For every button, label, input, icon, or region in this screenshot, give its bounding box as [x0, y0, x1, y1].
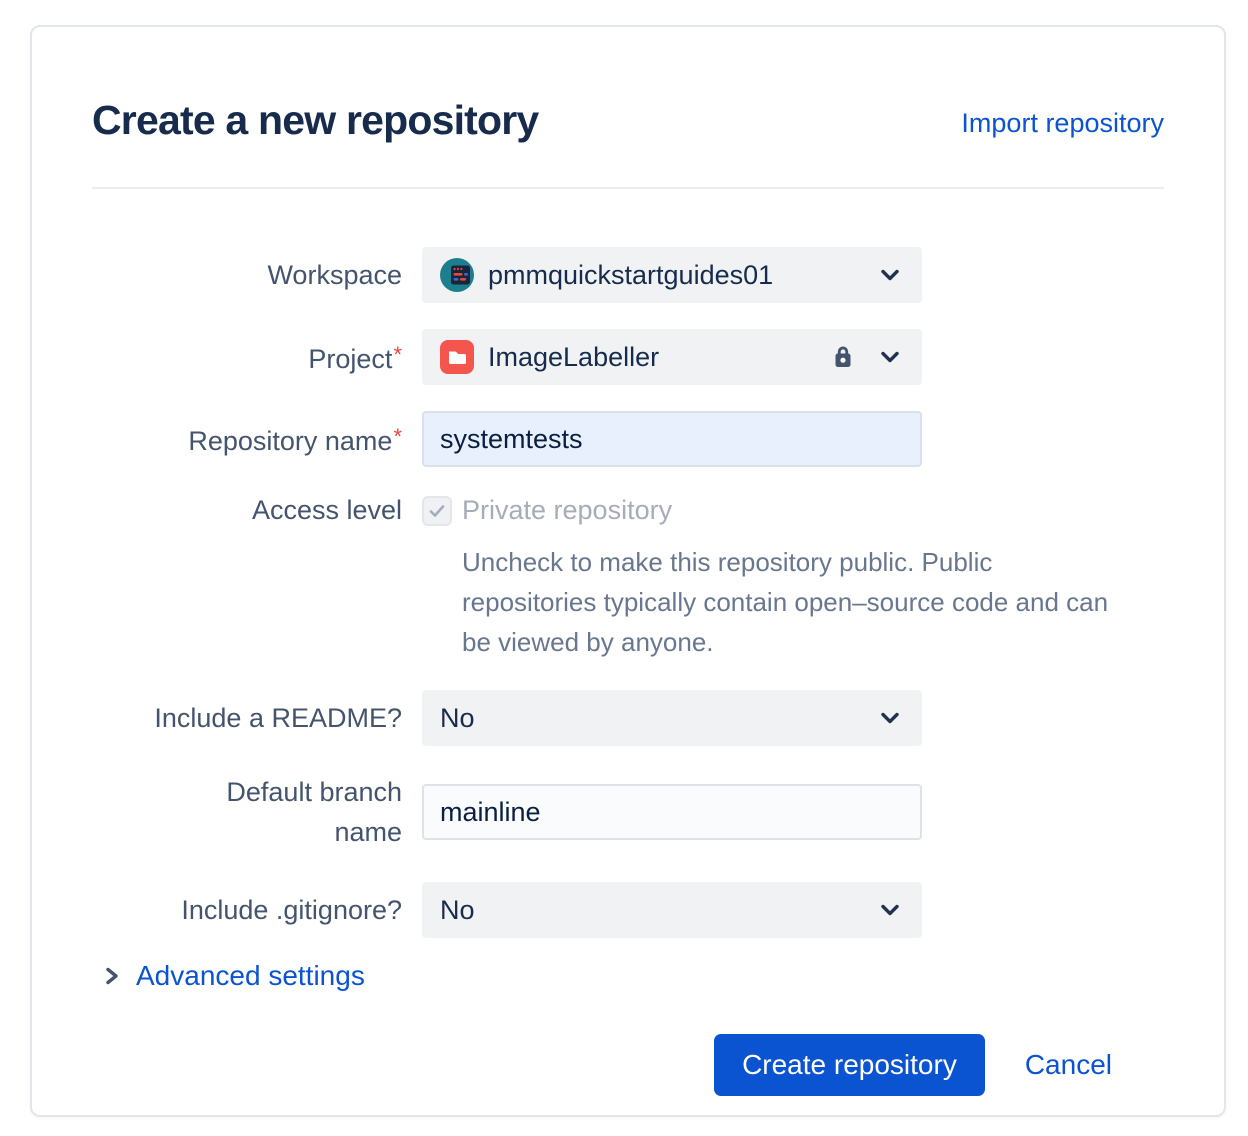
chevron-right-icon — [102, 964, 122, 988]
include-gitignore-row: Include .gitignore? No — [92, 882, 1164, 938]
dialog-actions: Create repository Cancel — [92, 1034, 1164, 1096]
workspace-label: Workspace — [267, 260, 402, 290]
default-branch-row: Default branch name — [92, 772, 1164, 852]
access-level-row: Access level Private repository Uncheck … — [92, 493, 1164, 662]
create-repository-dialog: Create a new repository Import repositor… — [30, 25, 1226, 1117]
repository-name-row: Repository name* — [92, 411, 1164, 467]
project-value: ImageLabeller — [488, 341, 660, 372]
access-level-help-text: Uncheck to make this repository public. … — [462, 547, 1109, 657]
workspace-avatar — [440, 258, 474, 292]
lock-icon — [828, 342, 858, 372]
include-readme-select[interactable]: No — [422, 690, 922, 746]
cancel-button[interactable]: Cancel — [1024, 1049, 1112, 1080]
check-icon — [429, 504, 445, 517]
import-repository-link[interactable]: Import repository — [961, 108, 1164, 138]
chevron-down-icon — [876, 261, 904, 289]
chevron-down-icon — [876, 343, 904, 371]
private-repository-checkbox[interactable] — [422, 495, 452, 526]
include-gitignore-value: No — [440, 894, 475, 925]
project-select[interactable]: ImageLabeller — [422, 329, 922, 385]
chevron-down-icon — [876, 704, 904, 732]
project-label: Project* — [308, 342, 402, 374]
dialog-header: Create a new repository Import repositor… — [92, 95, 1164, 145]
workspace-select[interactable]: pmmquickstartguides01 — [422, 247, 922, 303]
default-branch-input[interactable] — [422, 784, 922, 840]
access-level-label: Access level — [251, 495, 402, 525]
default-branch-label: Default branch name — [226, 777, 402, 847]
header-divider — [92, 187, 1164, 189]
required-asterisk: * — [393, 424, 402, 449]
folder-icon — [440, 340, 474, 374]
workspace-row: Workspace — [92, 247, 1164, 303]
include-gitignore-select[interactable]: No — [422, 882, 922, 938]
workspace-value: pmmquickstartguides01 — [488, 259, 774, 290]
repository-name-input[interactable] — [422, 411, 922, 467]
project-row: Project* ImageLabeller — [92, 329, 1164, 385]
page-title: Create a new repository — [92, 97, 539, 143]
create-repository-button[interactable]: Create repository — [714, 1034, 985, 1096]
create-repository-form: Workspace — [92, 247, 1164, 1096]
advanced-settings-toggle[interactable]: Advanced settings — [102, 960, 1164, 992]
include-readme-value: No — [440, 702, 475, 733]
required-asterisk: * — [393, 342, 402, 367]
private-repository-label: Private repository — [462, 495, 673, 525]
chevron-down-icon — [876, 896, 904, 924]
include-readme-label: Include a README? — [154, 703, 402, 733]
repository-name-label: Repository name* — [188, 424, 402, 456]
include-readme-row: Include a README? No — [92, 690, 1164, 746]
advanced-settings-link[interactable]: Advanced settings — [136, 960, 365, 991]
include-gitignore-label: Include .gitignore? — [181, 895, 402, 925]
